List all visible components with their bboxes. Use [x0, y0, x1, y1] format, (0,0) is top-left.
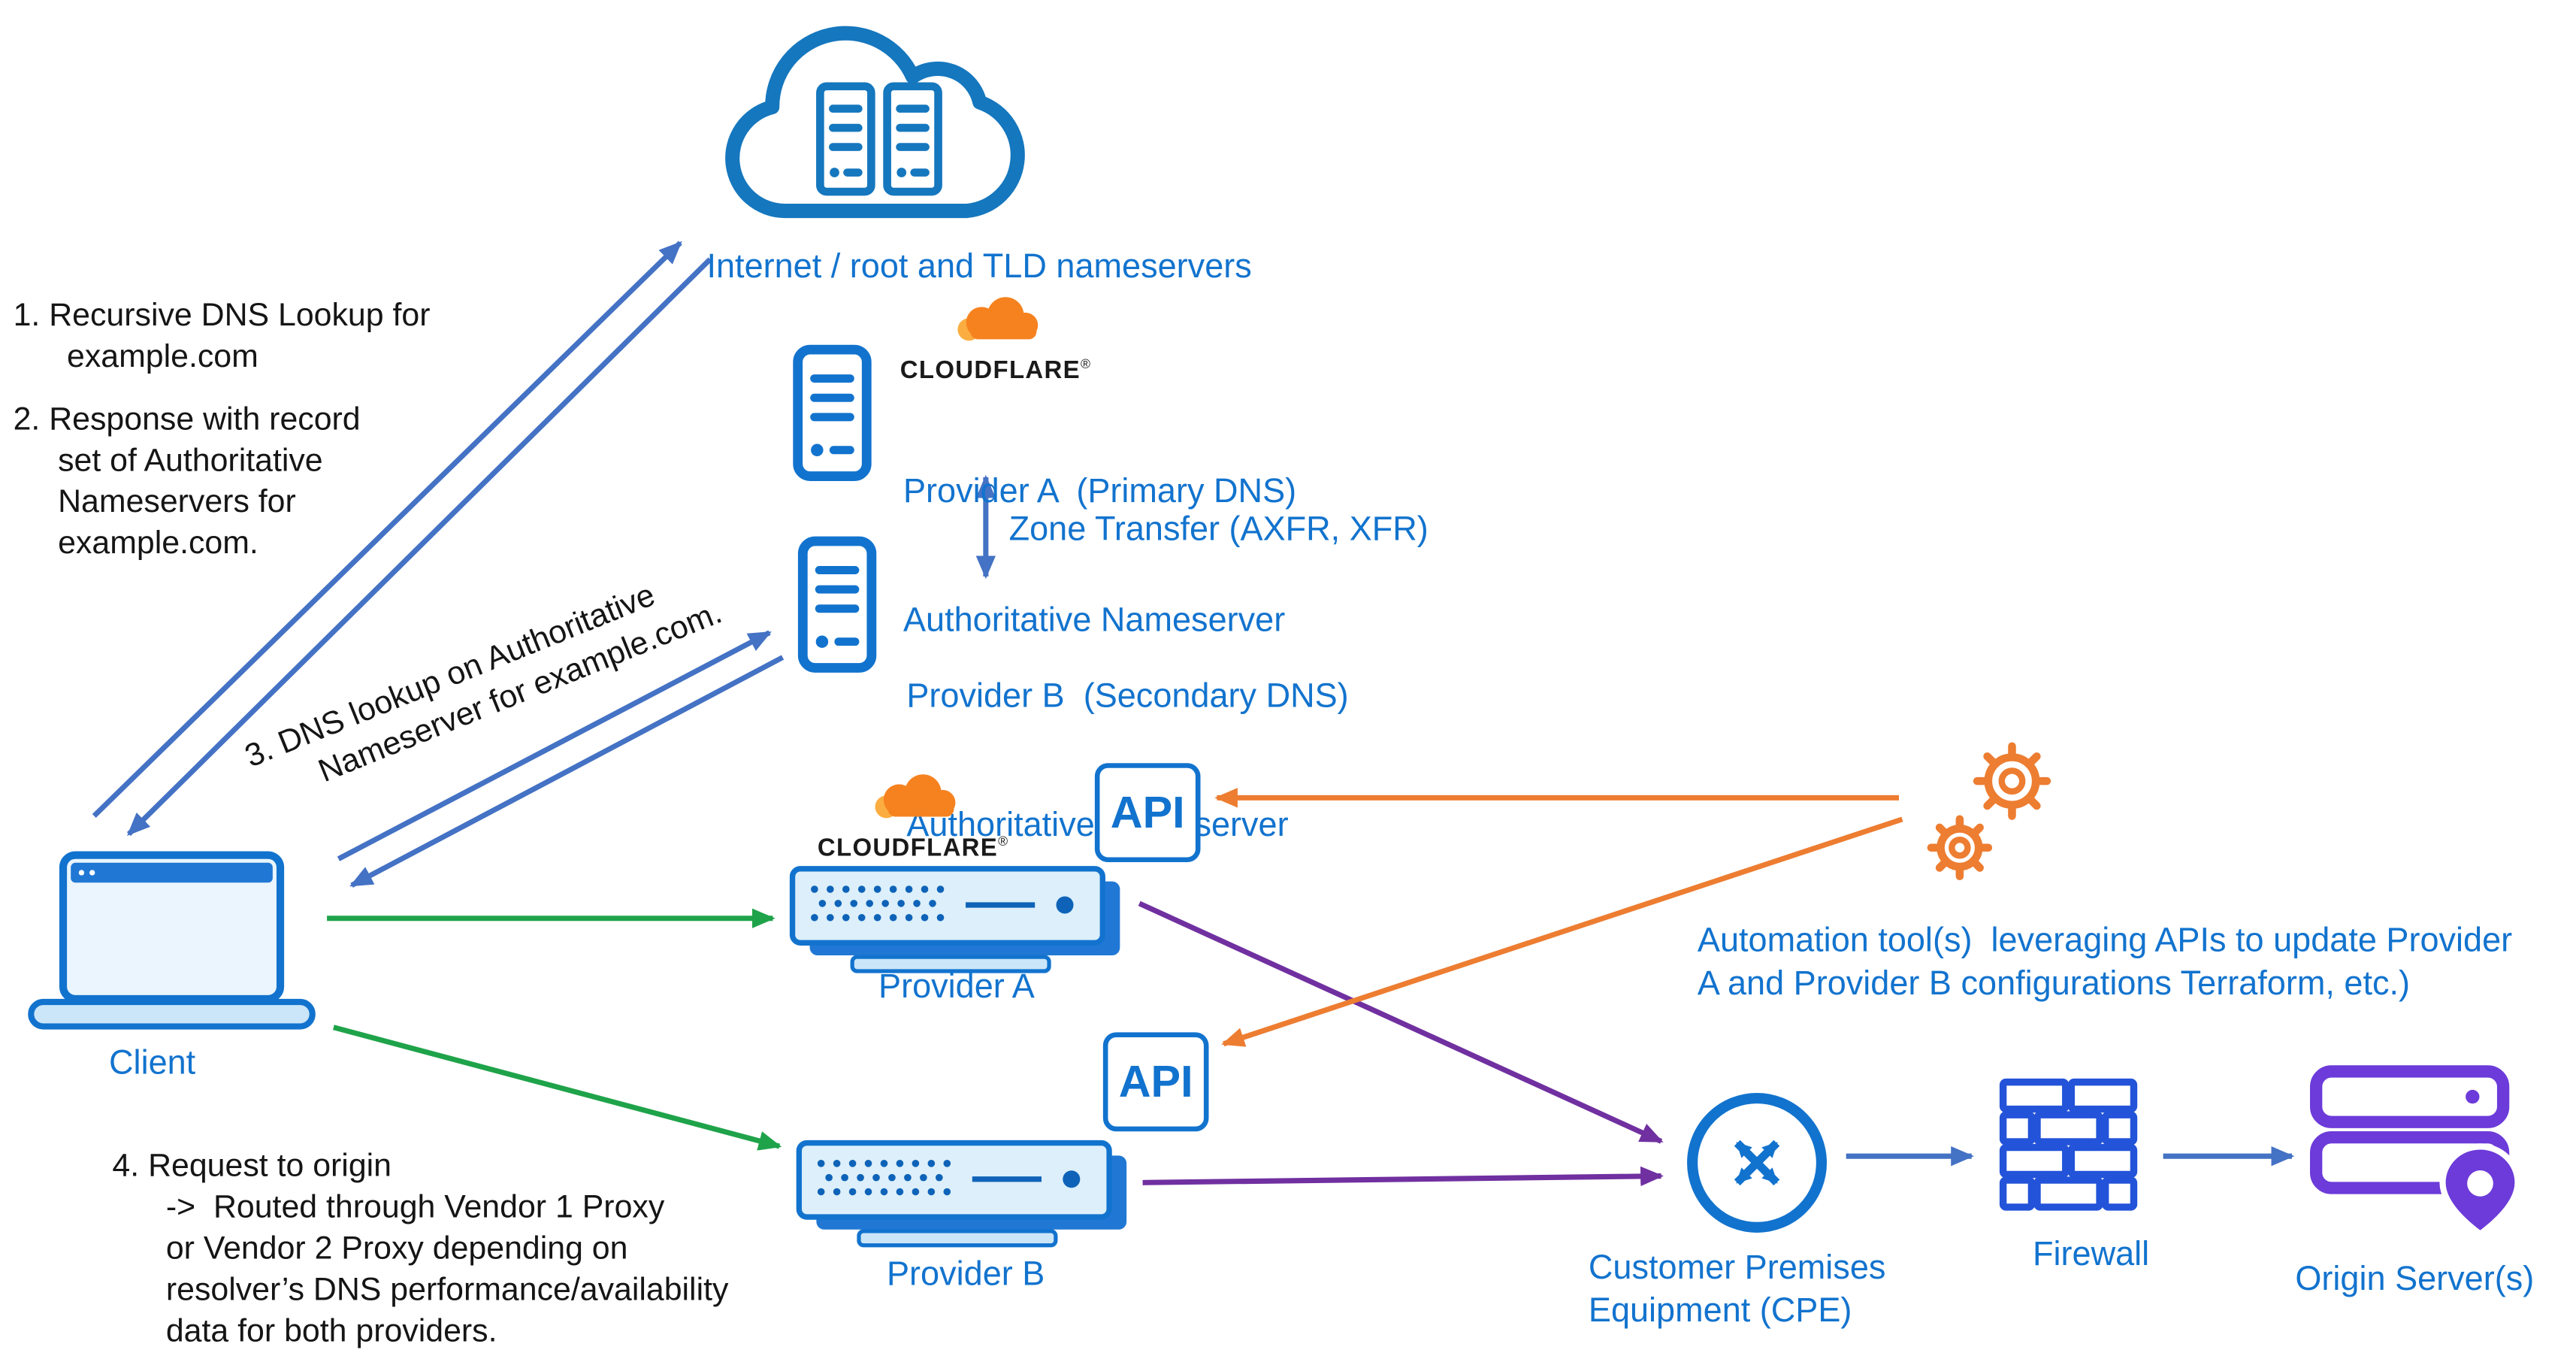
provider-b-api-label: API	[1118, 1056, 1193, 1106]
internet-cloud-icon	[691, 3, 1062, 243]
provider-b-nameserver-icon	[796, 532, 878, 677]
note-step2: 2. Response with record set of Authorita…	[13, 401, 361, 562]
cloudflare-wordmark: CLOUDFLARE®	[806, 829, 1020, 862]
cloudflare-logo-nameserver: CLOUDFLARE®	[888, 295, 1103, 385]
automation-label: Automation tool(s) leveraging APIs to up…	[1697, 922, 2513, 1003]
client-laptop-icon	[26, 849, 317, 1035]
provider-a-api-box: API	[1094, 763, 1201, 863]
firewall-icon	[1991, 1073, 2148, 1215]
origin-servers-icon	[2308, 1062, 2523, 1239]
provider-a-ns-label: Provider A (Primary DNS) Authoritative N…	[903, 385, 1296, 728]
arrow-client-provider-b	[332, 1025, 782, 1151]
arrow-authoritative-lookup	[337, 630, 772, 861]
firewall-label: Firewall	[2032, 1235, 2150, 1274]
arrow-ns-response	[126, 257, 712, 837]
provider-a-ns-title: Provider A (Primary DNS)	[903, 472, 1297, 510]
arrow-provider-a-cpe	[1138, 900, 1664, 1144]
provider-a-ns-subtitle: Authoritative Nameserver	[903, 601, 1286, 640]
zone-transfer-label: Zone Transfer (AXFR, XFR)	[1008, 510, 1429, 549]
provider-b-api-box: API	[1102, 1032, 1209, 1132]
internet-label: Internet / root and TLD nameservers	[706, 247, 1252, 286]
provider-a-proxy-label: Provider A	[878, 967, 1035, 1006]
arrow-recursive-lookup	[92, 241, 682, 819]
automation-gears-icon	[1912, 734, 2071, 900]
cloudflare-cloud-icon	[957, 297, 1039, 341]
provider-b-proxy-appliance-icon	[796, 1137, 1134, 1251]
arrow-authoritative-response	[349, 655, 785, 888]
cloudflare-logo-proxy: CLOUDFLARE®	[806, 773, 1020, 862]
provider-b-proxy-label: Provider B	[887, 1255, 1045, 1294]
cloudflare-cloud-icon	[875, 774, 956, 819]
client-label: Client	[109, 1043, 196, 1082]
cloudflare-wordmark-text: CLOUDFLARE	[817, 834, 999, 863]
note-step4: 4. Request to origin -> Routed through V…	[112, 1148, 729, 1350]
provider-a-nameserver-icon	[791, 340, 874, 486]
arrow-automation-api-b	[1221, 816, 1903, 1047]
note-step1: 1. Recursive DNS Lookup for example.com	[13, 297, 431, 375]
arrow-provider-b-cpe	[1142, 1166, 1664, 1187]
provider-a-proxy-appliance-icon	[789, 862, 1127, 976]
cloudflare-wordmark-text: CLOUDFLARE	[899, 356, 1081, 385]
trademark-symbol: ®	[1080, 356, 1092, 372]
cloudflare-wordmark: CLOUDFLARE®	[888, 352, 1103, 385]
provider-b-ns-title: Provider B (Secondary DNS)	[906, 676, 1349, 716]
cpe-label: Customer Premises Equipment (CPE)	[1588, 1248, 1886, 1330]
provider-a-api-label: API	[1110, 787, 1185, 837]
origin-label: Origin Server(s)	[2295, 1260, 2535, 1299]
cpe-router-icon	[1681, 1087, 1833, 1239]
trademark-symbol: ®	[998, 834, 1009, 849]
